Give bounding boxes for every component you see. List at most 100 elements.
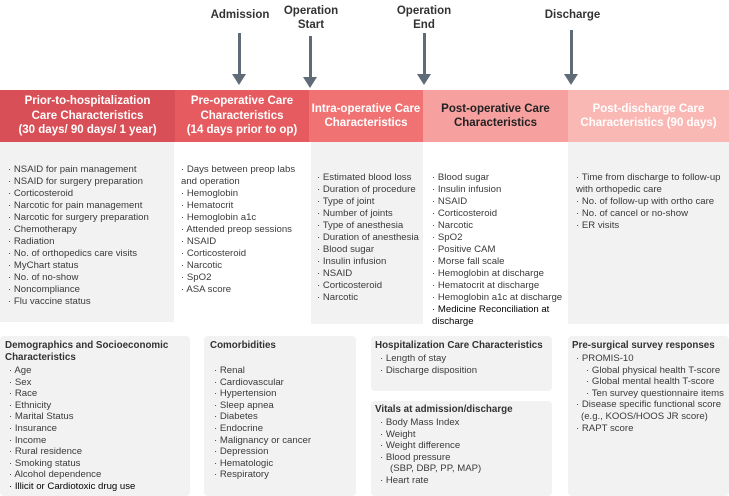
- list-item: Weight: [380, 429, 481, 441]
- phase-post-operative: Post-operative Care Characteristics: [423, 90, 568, 142]
- list-item: No. of follow-up with ortho care: [576, 196, 721, 208]
- phase-5-panel: Time from discharge to follow-up with or…: [568, 142, 729, 324]
- list-item: Positive CAM: [432, 244, 562, 256]
- list-item: SpO2: [181, 272, 295, 284]
- list-item: Radiation: [8, 236, 149, 248]
- list-item: Rural residence: [9, 446, 135, 458]
- list-item: Cardiovascular: [214, 377, 311, 389]
- list-item: Blood pressure: [380, 452, 481, 464]
- phase-3-item-list: Estimated blood loss Duration of procedu…: [317, 172, 419, 304]
- operation-start-arrow-head: [303, 77, 317, 88]
- phase-1-title-line3: (30 days/ 90 days/ 1 year): [18, 124, 157, 137]
- list-item: Global physical health T-score: [576, 365, 724, 377]
- list-item: Narcotic for pain management: [8, 200, 149, 212]
- phase-1-item-list: NSAID for pain management NSAID for surg…: [8, 164, 149, 308]
- list-item: Estimated blood loss: [317, 172, 419, 184]
- list-item: Sex: [9, 377, 135, 389]
- list-item: Age: [9, 365, 135, 377]
- list-item: Weight difference: [380, 440, 481, 452]
- operation-end-line1: Operation: [396, 5, 452, 17]
- phase-3-title-line2: Characteristics: [324, 117, 408, 129]
- list-item: ASA score: [181, 284, 295, 296]
- list-item: Ethnicity: [9, 400, 135, 412]
- phase-4-title-line2: Characteristics: [453, 117, 538, 129]
- list-item-continuation: and operation: [181, 176, 240, 187]
- list-item: ER visits: [576, 220, 721, 232]
- list-item: Race: [9, 388, 135, 400]
- list-item: SpO2: [432, 232, 562, 244]
- list-item: MyChart status: [8, 260, 149, 272]
- operation-start-line1: Operation: [283, 5, 339, 17]
- phase-1-title-line2: Care Characteristics: [31, 109, 144, 122]
- survey-title: Pre-surgical survey responses: [572, 340, 715, 351]
- admission-arrow-shaft: [238, 33, 241, 75]
- phase-1-title-line1: Prior-to-hospitalization: [24, 95, 151, 108]
- phase-5-item-list: Time from discharge to follow-up with or…: [576, 172, 721, 232]
- list-item: Body Mass Index: [380, 417, 481, 429]
- list-item: NSAID: [317, 268, 419, 280]
- list-item: Hematocrit: [181, 200, 295, 212]
- list-item: Alcohol dependence: [9, 469, 135, 481]
- list-item: PROMIS-10: [576, 353, 724, 365]
- list-item-continuation: (e.g., KOOS/HOOS JR score): [581, 410, 708, 422]
- phase-4-panel: Blood sugar Insulin infusion NSAID Corti…: [426, 142, 566, 327]
- vitals-card: Vitals at admission/discharge Body Mass …: [371, 401, 552, 496]
- list-item: Duration of procedure: [317, 184, 419, 196]
- phase-4-item-list: Blood sugar Insulin infusion NSAID Corti…: [432, 172, 562, 328]
- list-item: NSAID for pain management: [8, 164, 149, 176]
- list-item-continuation: (SBP, DBP, PP, MAP): [390, 463, 482, 475]
- list-item: Duration of anesthesia: [317, 232, 419, 244]
- list-item: Time from discharge to follow-up: [576, 172, 721, 184]
- list-item: Chemotherapy: [8, 224, 149, 236]
- list-item: Depression: [214, 446, 311, 458]
- phase-1-panel: NSAID for pain management NSAID for surg…: [0, 142, 174, 322]
- list-item: Global mental health T-score: [576, 376, 724, 388]
- vitals-list: Body Mass Index Weight Weight difference…: [380, 417, 481, 487]
- operation-end-arrow-shaft: [423, 33, 426, 75]
- list-item: Type of anesthesia: [317, 220, 419, 232]
- phase-5-title-line2: Characteristics (90 days): [580, 117, 717, 129]
- list-item: Noncompliance: [8, 284, 149, 296]
- phase-2-item-list: Days between preop labs and operation He…: [181, 164, 295, 296]
- list-item: Hypertension: [214, 388, 311, 400]
- hospitalization-card: Hospitalization Care Characteristics Len…: [371, 336, 552, 391]
- list-item: NSAID for surgery preparation: [8, 176, 149, 188]
- list-item: Insulin infusion: [432, 184, 562, 196]
- admission-arrow-head: [232, 74, 246, 85]
- demographics-title: Demographics and Socioeconomic Character…: [5, 340, 168, 364]
- phase-pre-operative: Pre-operative Care Characteristics (14 d…: [175, 90, 309, 142]
- list-item: Morse fall scale: [432, 256, 562, 268]
- list-item: Blood sugar: [432, 172, 562, 184]
- list-item: No. of cancel or no-show: [576, 208, 721, 220]
- phase-3-panel: Estimated blood loss Duration of procedu…: [311, 142, 423, 324]
- hospitalization-list: Length of stay Discharge disposition: [380, 353, 477, 376]
- phase-2-title-line1: Pre-operative Care: [190, 95, 294, 108]
- operation-start-line2: Start: [297, 18, 325, 31]
- operation-start-arrow-shaft: [309, 36, 312, 78]
- demographics-card: Demographics and Socioeconomic Character…: [0, 336, 190, 496]
- operation-end-line2: End: [413, 18, 435, 31]
- list-item: RAPT score: [576, 423, 724, 435]
- list-item-continuation: discharge: [432, 316, 474, 327]
- list-item: Illicit or Cardiotoxic drug use: [9, 481, 136, 493]
- list-item: Corticosteroid: [432, 208, 562, 220]
- list-item: Marital Status: [9, 411, 135, 423]
- operation-end-label: Operation End: [389, 5, 459, 33]
- list-item: Flu vaccine status: [8, 296, 149, 308]
- phase-3-title-line1: Intra-operative Care: [311, 102, 421, 115]
- demographics-title-line1: Demographics and Socioeconomic: [5, 340, 169, 351]
- list-item: Narcotic: [181, 260, 295, 272]
- list-item: Type of joint: [317, 196, 419, 208]
- hospitalization-title: Hospitalization Care Characteristics: [375, 340, 543, 351]
- list-item: No. of orthopedics care visits: [8, 248, 149, 260]
- list-item: Insulin infusion: [317, 256, 419, 268]
- list-item: Narcotic: [317, 292, 419, 304]
- list-item: Narcotic for surgery preparation: [8, 212, 149, 224]
- list-item: Renal: [214, 365, 311, 377]
- list-item: Disease specific functional score: [576, 399, 724, 411]
- phase-2-title-line2: Characteristics: [200, 109, 284, 122]
- demographics-title-line2: Characteristics: [5, 352, 76, 363]
- list-item: NSAID: [432, 196, 562, 208]
- list-item: Medicine Reconciliation at: [432, 304, 562, 316]
- list-item: Number of joints: [317, 208, 419, 220]
